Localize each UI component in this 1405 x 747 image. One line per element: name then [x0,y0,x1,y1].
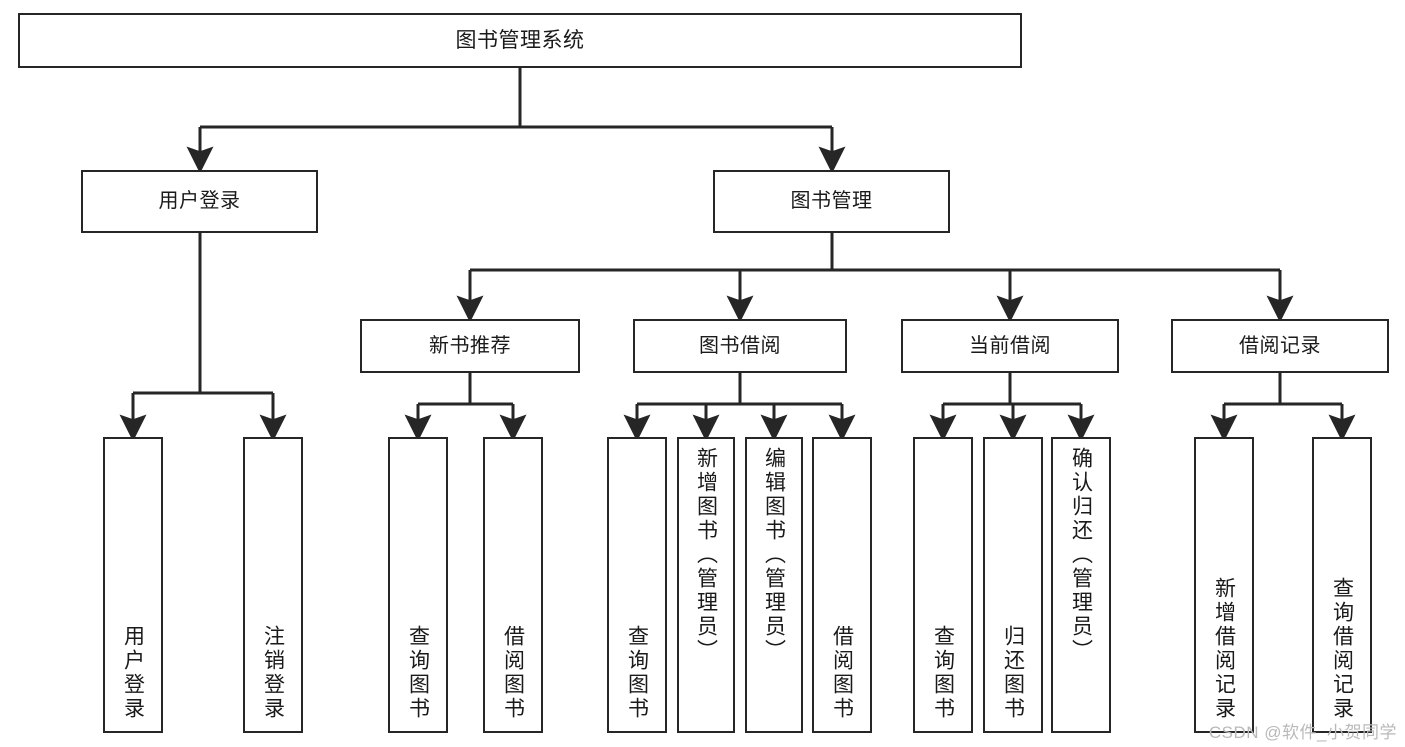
node-current-borrow[interactable]: 当前借阅 [901,319,1119,373]
node-leaf-add-record[interactable]: 新增借阅记录 [1194,437,1254,733]
node-leaf-query-book-3[interactable]: 查询图书 [913,437,973,733]
node-borrow-record[interactable]: 借阅记录 [1171,319,1389,373]
node-book-borrow[interactable]: 图书借阅 [633,319,847,373]
node-leaf-borrow-book-1-label: 借阅图书 [501,625,525,721]
node-leaf-return-book[interactable]: 归还图书 [983,437,1043,733]
node-leaf-edit-book-label: 编辑图书（管理员） [762,447,786,663]
node-leaf-user-login-label: 用户登录 [121,625,145,721]
watermark-text: CSDN @软件_小贺同学 [1208,723,1397,742]
node-user-login[interactable]: 用户登录 [81,170,318,233]
node-new-book-rec-label: 新书推荐 [429,334,511,357]
node-leaf-user-login[interactable]: 用户登录 [103,437,163,733]
node-leaf-add-book[interactable]: 新增图书（管理员） [677,437,735,733]
node-leaf-query-book-1-label: 查询图书 [406,625,430,721]
node-leaf-confirm-return-label: 确认归还（管理员） [1069,447,1093,663]
node-leaf-user-logout-label: 注销登录 [261,625,285,721]
node-leaf-query-book-3-label: 查询图书 [931,625,955,721]
node-leaf-query-book-2-label: 查询图书 [625,625,649,721]
node-book-borrow-label: 图书借阅 [699,334,781,357]
node-leaf-edit-book[interactable]: 编辑图书（管理员） [745,437,803,733]
node-leaf-add-record-label: 新增借阅记录 [1212,577,1236,721]
node-leaf-add-book-label: 新增图书（管理员） [694,447,718,663]
node-borrow-record-label: 借阅记录 [1239,334,1321,357]
node-leaf-return-book-label: 归还图书 [1001,625,1025,721]
node-leaf-query-book-2[interactable]: 查询图书 [607,437,667,733]
node-root[interactable]: 图书管理系统 [18,13,1022,68]
node-leaf-query-book-1[interactable]: 查询图书 [388,437,448,733]
node-leaf-user-logout[interactable]: 注销登录 [243,437,303,733]
node-leaf-confirm-return[interactable]: 确认归还（管理员） [1051,437,1111,733]
node-new-book-rec[interactable]: 新书推荐 [360,319,580,373]
node-root-label: 图书管理系统 [455,28,585,52]
node-book-manage-label: 图书管理 [790,190,873,213]
node-leaf-borrow-book-1[interactable]: 借阅图书 [483,437,543,733]
node-leaf-borrow-book-2[interactable]: 借阅图书 [812,437,872,733]
node-leaf-borrow-book-2-label: 借阅图书 [830,625,854,721]
node-leaf-query-record[interactable]: 查询借阅记录 [1312,437,1372,733]
node-leaf-query-record-label: 查询借阅记录 [1330,577,1354,721]
node-book-manage[interactable]: 图书管理 [713,170,950,233]
node-user-login-label: 用户登录 [158,190,241,213]
node-current-borrow-label: 当前借阅 [969,334,1051,357]
